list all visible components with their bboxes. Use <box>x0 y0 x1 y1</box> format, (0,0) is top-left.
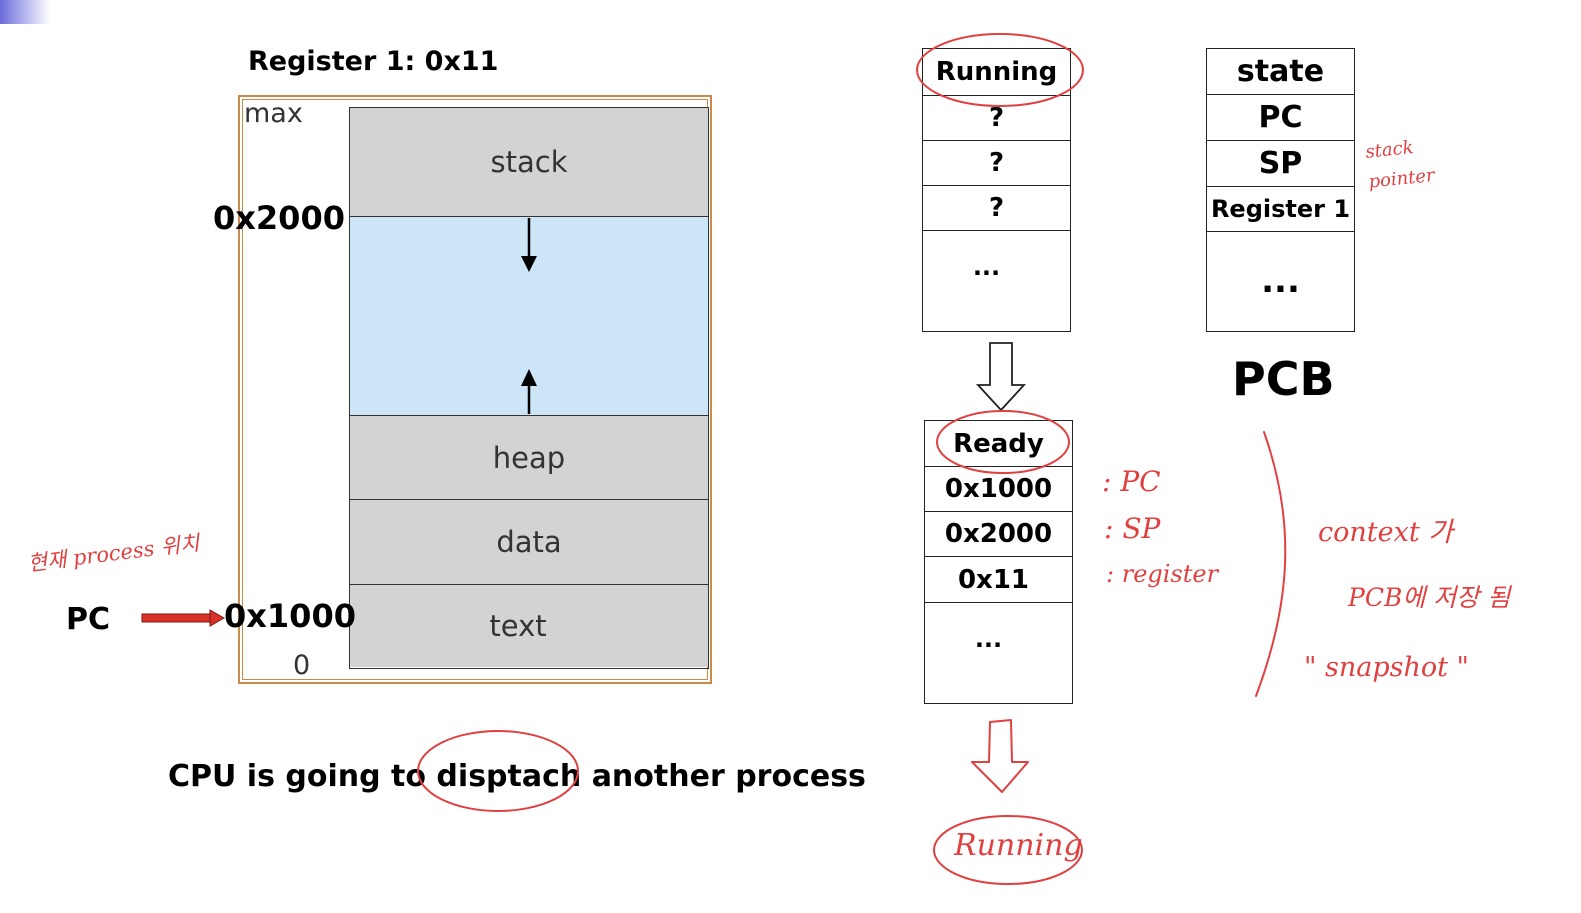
heap-segment: heap <box>350 416 708 500</box>
ready-table-row: 0x1000 <box>925 467 1072 512</box>
caption: CPU is going to disptach another process <box>168 759 866 794</box>
data-segment: data <box>350 500 708 585</box>
text-address-label: 0x1000 <box>224 597 356 635</box>
snapshot-note: " snapshot " <box>1304 652 1469 683</box>
transition-arrow <box>975 342 1027 412</box>
sp-note: : SP <box>1104 512 1161 545</box>
running-note: Running <box>954 828 1083 863</box>
pcb-table-row: PC <box>1207 95 1354 141</box>
pc-pointer-arrow <box>141 609 226 627</box>
running-table-row: ? <box>923 186 1070 231</box>
running-state-table: Running ? ? ? ... <box>922 48 1071 332</box>
pcb-table-row: Register 1 <box>1207 187 1354 232</box>
max-label: max <box>244 98 303 129</box>
text-segment: text <box>350 585 708 667</box>
running-table-row: Running <box>923 49 1070 96</box>
ready-table-row: 0x11 <box>925 557 1072 603</box>
register-label: Register 1: 0x11 <box>248 46 499 77</box>
pc-note: : PC <box>1102 465 1161 498</box>
pcb-table-row: SP <box>1207 141 1354 187</box>
stack-address-label: 0x2000 <box>213 199 345 237</box>
pcb-table: state PC SP Register 1 ... <box>1206 48 1355 332</box>
running-table-row: ? <box>923 96 1070 141</box>
ready-table-row: Ready <box>925 421 1072 467</box>
register-note: : register <box>1106 560 1219 588</box>
running-circle <box>916 33 1084 107</box>
pcb-title: PCB <box>1232 352 1335 406</box>
context-bracket <box>1255 431 1287 697</box>
dispatch-circle <box>417 730 579 812</box>
slide-corner-marker <box>0 0 50 24</box>
context-note: PCB에 저장 됨 <box>1348 583 1511 612</box>
pcb-table-row: state <box>1207 49 1354 95</box>
pc-label: PC <box>66 602 111 637</box>
zero-label: 0 <box>293 650 311 681</box>
ready-table-row: ... <box>974 625 1003 653</box>
running-table-row: ... <box>972 253 1001 281</box>
dispatch-arrow <box>971 719 1029 793</box>
ready-table-row: 0x2000 <box>925 512 1072 557</box>
context-note: context 가 <box>1318 517 1454 548</box>
heap-growth-arrow <box>521 369 537 414</box>
pcb-table-row: ... <box>1261 260 1300 301</box>
ready-circle <box>936 410 1070 474</box>
running-table-row: ? <box>923 141 1070 186</box>
stack-segment: stack <box>350 108 708 217</box>
ready-state-table: Ready 0x1000 0x2000 0x11 ... <box>924 420 1073 704</box>
stack-growth-arrow <box>521 218 537 272</box>
running-note-circle <box>933 815 1083 885</box>
memory-frame <box>238 95 712 684</box>
